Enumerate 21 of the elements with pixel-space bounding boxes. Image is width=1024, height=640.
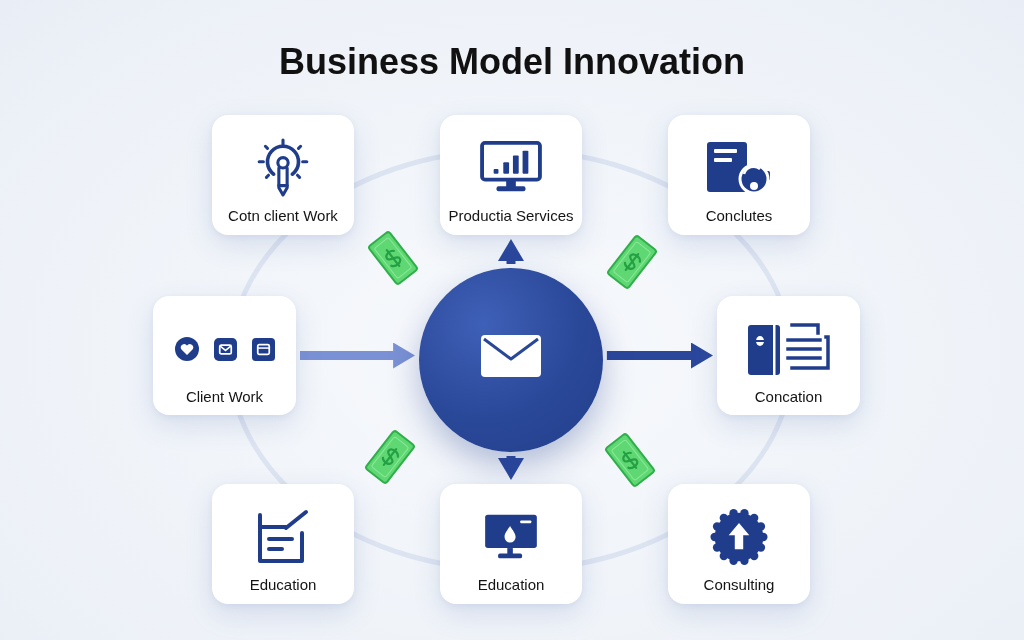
arrow: [606, 342, 713, 369]
card-label: Productia Services: [448, 207, 574, 225]
card-label: Cotn client Work: [228, 207, 338, 225]
arrow: [498, 239, 524, 264]
service-card: [440, 484, 582, 604]
service-card: [717, 296, 860, 415]
card-label: Concation: [754, 388, 823, 406]
service-card: [440, 115, 582, 235]
service-card: [212, 484, 354, 604]
arrow: [498, 456, 524, 480]
service-card: [668, 115, 810, 235]
card-label: Education: [249, 576, 317, 594]
card-label: Education: [477, 576, 545, 594]
service-card: [668, 484, 810, 604]
title: Business Model Innovation: [278, 41, 746, 83]
service-card: [212, 115, 354, 235]
card-label: Consulting: [703, 576, 775, 594]
service-card: [153, 296, 296, 415]
arrow: [300, 342, 416, 369]
card-label: Client Work: [185, 388, 264, 406]
card-label: Conclutes: [705, 207, 773, 225]
